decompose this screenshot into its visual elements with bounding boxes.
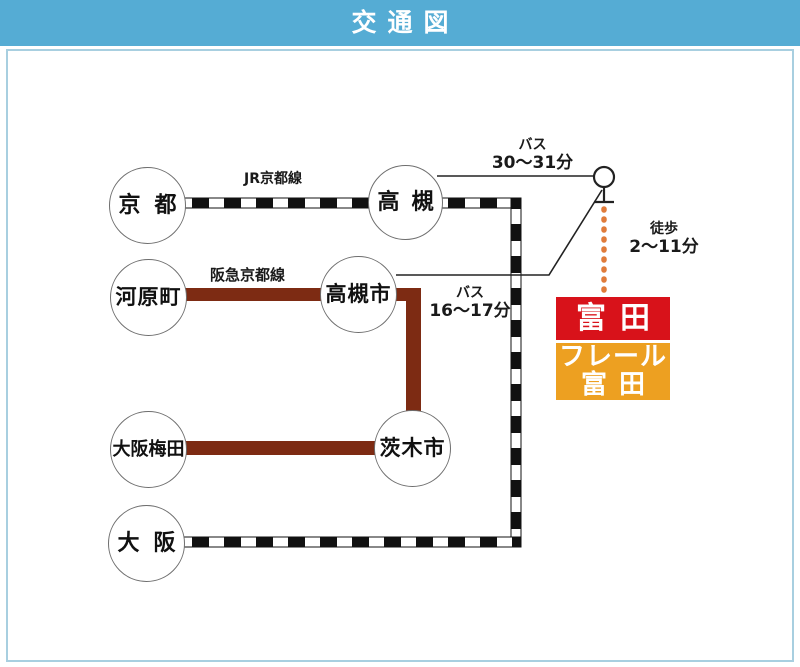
page-title: 交通図	[351, 8, 460, 37]
rail-kyoto-takatsuki	[183, 197, 370, 209]
station-kyoto[interactable]: 京都	[109, 167, 186, 244]
sign-frere-line1: フレール	[558, 342, 667, 373]
station-kawaramachi[interactable]: 河原町	[110, 259, 187, 336]
station-osaka[interactable]: 大阪	[108, 505, 185, 582]
bus-duration-text: 30〜31分	[491, 152, 574, 173]
rail-osaka-east	[182, 536, 522, 548]
bus-duration-text: 16〜17分	[429, 300, 511, 321]
line-label-text: JR京都線	[244, 171, 302, 187]
bus-label-takatsuki: バス 30〜31分	[480, 137, 585, 173]
station-label: 高槻	[377, 189, 446, 215]
walk-mode-text: 徒歩	[650, 221, 678, 237]
line-label-hankyu-kyoto: 阪急京都線	[210, 267, 285, 284]
walk-duration-text: 2〜11分	[629, 236, 699, 257]
station-label: 京都	[118, 192, 191, 218]
station-takatsukishi[interactable]: 高槻市	[320, 256, 397, 333]
sign-frere-line2: 富田	[580, 369, 657, 400]
station-label: 大阪	[117, 530, 190, 556]
sign-tonda: 富田	[556, 297, 670, 340]
station-ibarakishi[interactable]: 茨木市	[374, 410, 451, 487]
bus-line-takatsuki-shi	[396, 189, 603, 276]
station-osakaumeda[interactable]: 大阪梅田	[110, 411, 187, 488]
walk-label: 徒歩 2〜11分	[614, 221, 714, 257]
sign-tonda-text: 富田	[576, 300, 664, 336]
rail-takatsuki-south	[440, 197, 522, 548]
station-takatsuki[interactable]: 高槻	[368, 165, 443, 240]
bus-stop-icon	[592, 165, 616, 204]
sign-frere-tonda: フレール 富田	[556, 343, 670, 400]
bus-mode-text: バス	[518, 137, 547, 153]
line-label-text: 阪急京都線	[210, 266, 286, 284]
line-label-jr-kyoto: JR京都線	[244, 171, 302, 188]
bus-label-takatsuki-shi: バス 16〜17分	[420, 285, 520, 321]
station-label: 高槻市	[325, 282, 392, 306]
page-header: 交通図	[0, 0, 800, 46]
station-label: 河原町	[115, 285, 182, 309]
station-label: 茨木市	[379, 436, 446, 460]
bus-mode-text: バス	[456, 285, 484, 301]
station-label: 大阪梅田	[112, 438, 185, 460]
